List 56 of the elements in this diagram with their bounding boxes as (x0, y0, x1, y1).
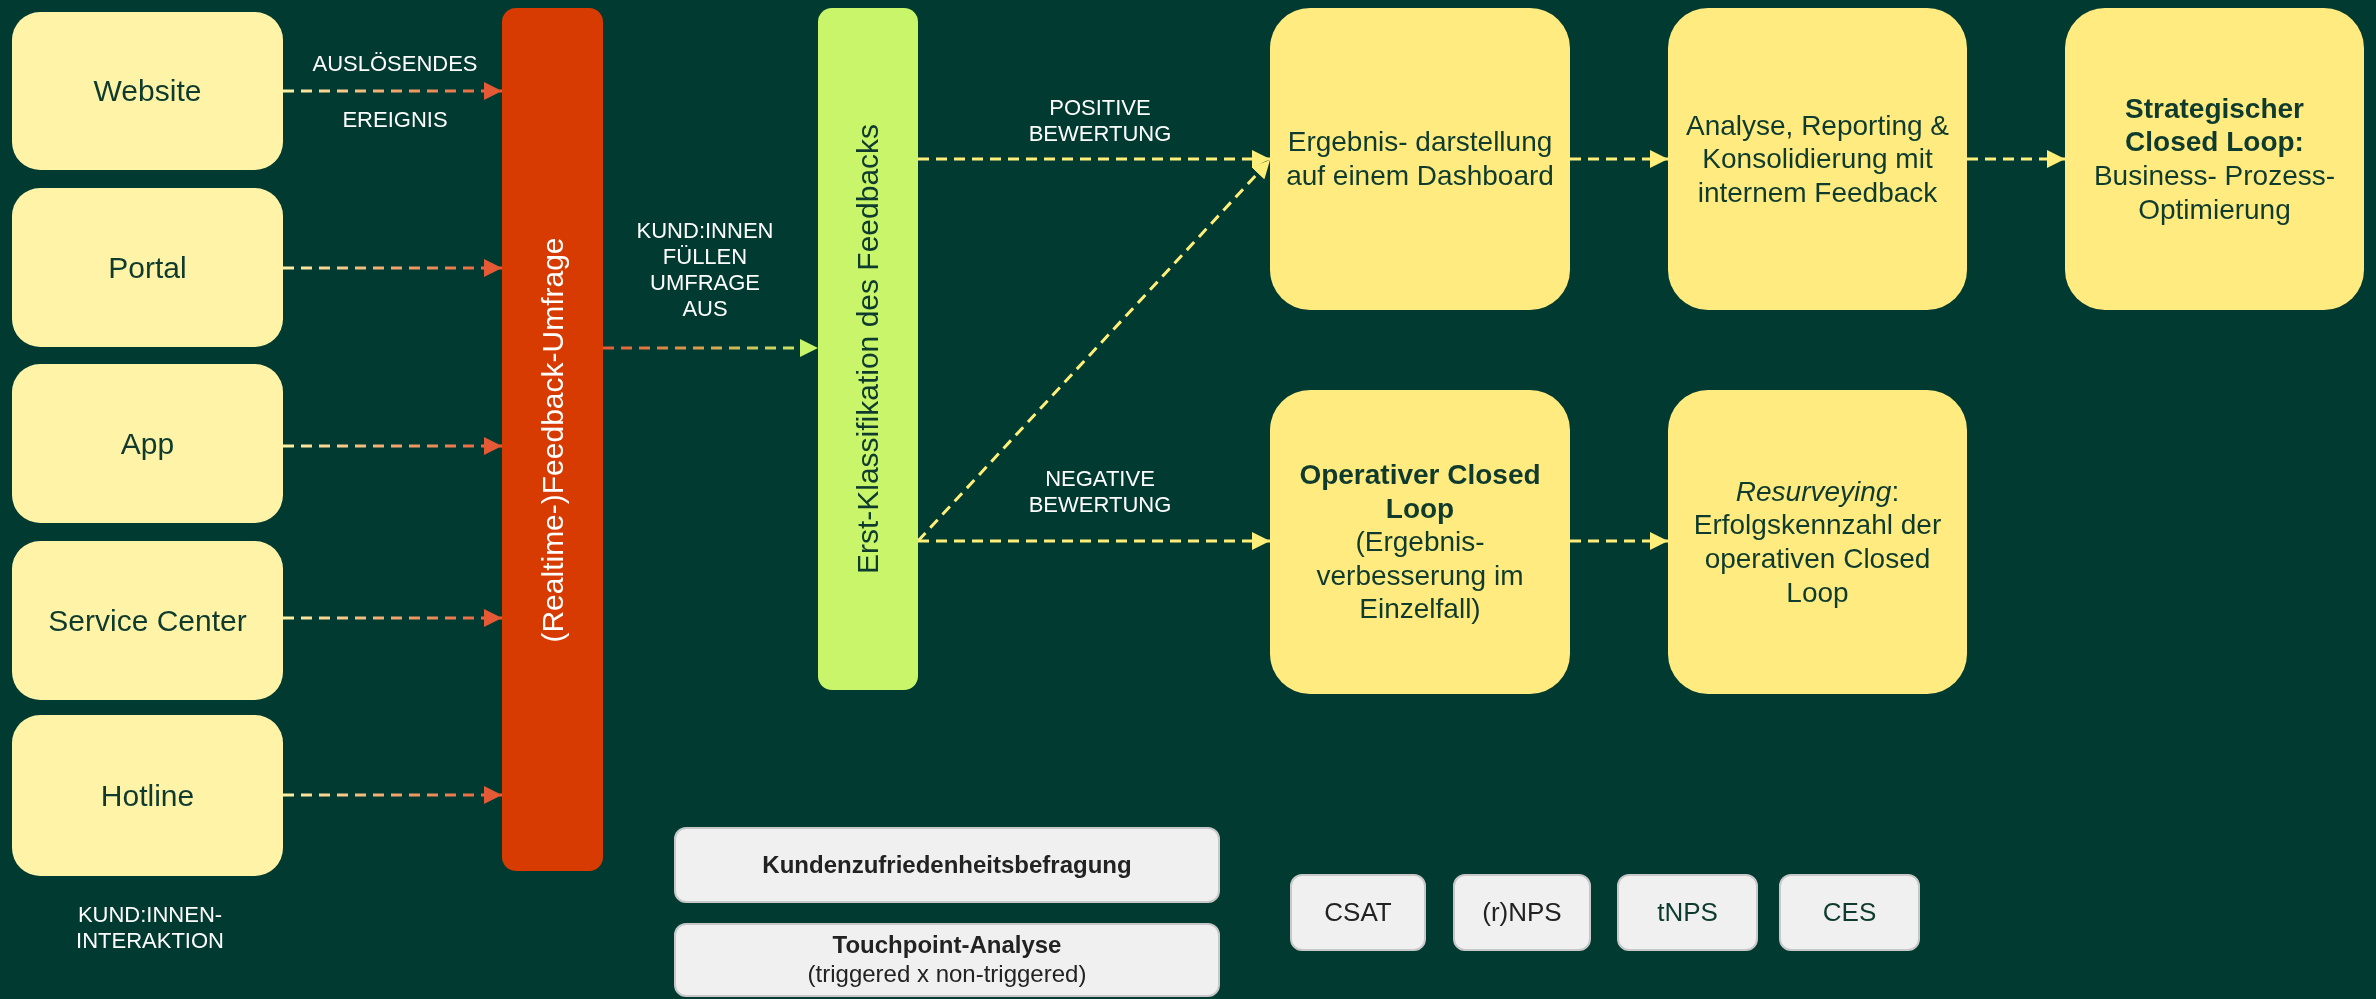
touchpoint-box (12, 541, 283, 700)
box-label: Touchpoint-Analyse (832, 931, 1062, 960)
box-label: (Ergebnis- verbesserung im Einzelfall) (1315, 525, 1525, 626)
dashed-arrow (1967, 150, 2065, 168)
box-label: Service Center (48, 602, 247, 639)
box-label: (r)NPS (1482, 896, 1562, 929)
dashed-arrow (603, 339, 818, 357)
survey-bar (502, 8, 603, 871)
process-box (1668, 8, 1967, 310)
box-label: (Realtime-)Feedback-Umfrage (534, 236, 570, 643)
process-box (1270, 390, 1570, 694)
dashed-arrow (916, 159, 1272, 542)
box-label: Analyse, Reporting & Konsolidierung mit internem Feedback (1684, 108, 1950, 210)
box-label: App (120, 425, 175, 462)
touchpoint-box (12, 12, 283, 170)
metric-box (1617, 874, 1758, 951)
dashed-arrow (1570, 150, 1668, 168)
edge-label: NEGATIVE BEWERTUNG (1027, 466, 1173, 518)
metric-box (1290, 874, 1426, 951)
method-box (674, 827, 1220, 903)
box-label: Business- Prozess- Optimierung (2092, 159, 2337, 227)
box-label: Operativer Closed Loop (1298, 458, 1542, 526)
metric-box (1453, 874, 1591, 951)
classification-bar (818, 8, 918, 690)
box-label: Resurveying: Erfolgskennzahl der operativen Closed Loop (1692, 474, 1943, 610)
box-label: CSAT (1324, 896, 1392, 929)
method-box (674, 923, 1220, 997)
process-box (1270, 8, 1570, 310)
box-label: Portal (108, 249, 187, 286)
dashed-arrow (918, 150, 1270, 168)
box-label: tNPS (1657, 896, 1718, 929)
dashed-arrow (283, 609, 502, 627)
dashed-arrow (283, 259, 502, 277)
box-label: Ergebnis- darstellung auf einem Dashboard (1285, 125, 1555, 193)
touchpoint-box (12, 188, 283, 347)
box-label: Strategischer Closed Loop: (2124, 91, 2305, 159)
box-label: Erst-Klassifikation des Feedbacks (850, 123, 885, 575)
touchpoint-box (12, 364, 283, 523)
dashed-arrow (283, 82, 502, 100)
column-caption: KUND:INNEN- INTERAKTION (75, 902, 225, 954)
dashed-arrow (918, 532, 1270, 550)
dashed-arrow (283, 437, 502, 455)
box-label: CES (1822, 896, 1877, 929)
edge-label: KUND:INNEN FÜLLEN UMFRAGE AUS (635, 218, 775, 322)
edge-label: POSITIVE BEWERTUNG (1027, 95, 1173, 147)
edge-label: AUSLÖSENDES EREIGNIS (311, 50, 479, 134)
dashed-arrow (283, 786, 502, 804)
touchpoint-box (12, 715, 283, 876)
metric-box (1779, 874, 1920, 951)
dashed-arrow (1570, 532, 1668, 550)
process-box (2065, 8, 2364, 310)
box-label: Hotline (100, 777, 195, 814)
process-box (1668, 390, 1967, 694)
box-label: (triggered x non-triggered) (807, 960, 1087, 989)
box-label: Kundenzufriedenheitsbefragung (762, 850, 1132, 880)
box-label: Website (93, 73, 202, 109)
